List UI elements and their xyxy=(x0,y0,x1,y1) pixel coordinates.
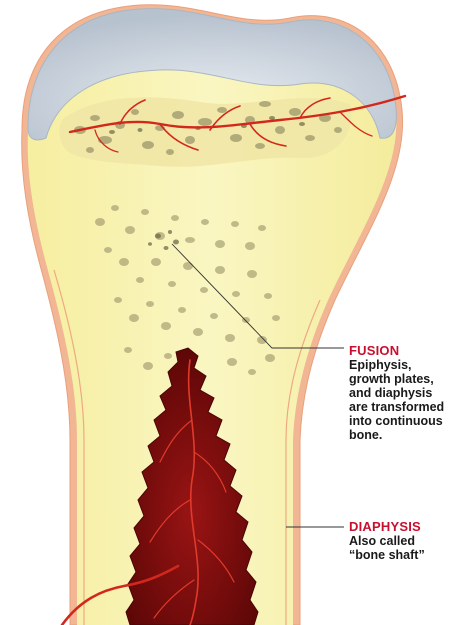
fusion-line: Epiphysis, xyxy=(349,358,456,372)
diaphysis-callout: DIAPHYSIS Also called “bone shaft” xyxy=(349,520,456,562)
diaphysis-title: DIAPHYSIS xyxy=(349,520,456,534)
fusion-description: Epiphysis, growth plates, and diaphysis … xyxy=(349,358,456,442)
fusion-line: into continuous xyxy=(349,414,456,428)
fusion-line: and diaphysis xyxy=(349,386,456,400)
fusion-callout: FUSION Epiphysis, growth plates, and dia… xyxy=(349,344,456,442)
diaphysis-description: Also called “bone shaft” xyxy=(349,534,456,562)
fusion-line: growth plates, xyxy=(349,372,456,386)
diaphysis-line: Also called xyxy=(349,534,456,548)
diaphysis-line: “bone shaft” xyxy=(349,548,456,562)
fusion-line: are transformed xyxy=(349,400,456,414)
fusion-title: FUSION xyxy=(349,344,456,358)
fusion-line: bone. xyxy=(349,428,456,442)
